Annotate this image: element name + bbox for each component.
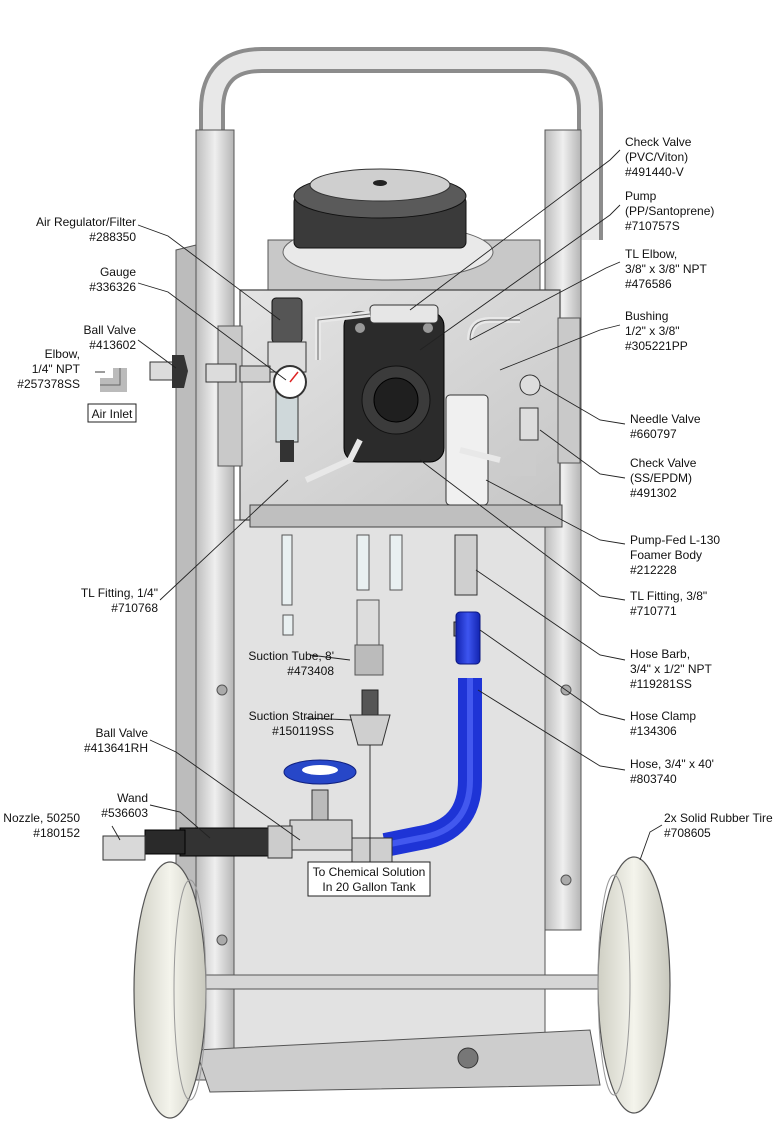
nozzle [102,835,146,861]
wand [144,825,293,859]
elbow-right [510,452,536,476]
label-tl-fitting-14-line1: TL Fitting, 1/4" [81,586,158,600]
label-suction-strainer-line2: #150119SS [272,724,334,738]
label-tl-fitting-38-line1: TL Fitting, 3/8" [630,589,707,603]
label-check-valve-pvc-line2: (PVC/Viton) [625,150,688,164]
label-pump-line1: Pump [625,189,657,203]
label-tl-elbow-line1: TL Elbow, [625,247,677,261]
label-hose-line1: Hose, 3/4" x 40' [630,757,714,771]
label-check-valve-ss-line2: (SS/EPDM) [630,471,692,485]
label-hose-barb-line3: #119281SS [630,677,692,691]
label-tl-fitting-38: TL Fitting, 3/8" #710771 [630,589,707,618]
pump [343,311,445,463]
label-needle-valve-line1: Needle Valve [630,412,701,426]
label-ball-valve-top-line2: #413602 [89,338,136,352]
label-check-valve-pvc: Check Valve (PVC/Viton) #491440-V [625,135,692,179]
check-valve-pvc [369,304,439,324]
ball-valve-bottom [283,759,357,851]
label-suction-strainer: Suction Strainer #150119SS [249,709,334,738]
label-wand-line1: Wand [117,791,148,805]
label-elbow-line1: Elbow, [45,347,80,361]
label-hose-clamp-line2: #134306 [630,724,677,738]
label-hose-line2: #803740 [630,772,677,786]
label-pump-line3: #710757S [625,219,680,233]
label-tire-line2: #708605 [664,826,711,840]
label-pump-line2: (PP/Santoprene) [625,204,714,218]
label-check-valve-ss: Check Valve (SS/EPDM) #491302 [630,456,697,500]
label-tl-fitting-14-line2: #710768 [111,601,158,615]
label-suction-tube-line1: Suction Tube, 8' [248,649,334,663]
label-ball-valve-bottom-line1: Ball Valve [96,726,149,740]
right-tire [597,856,671,1114]
label-ball-valve-top-line1: Ball Valve [84,323,137,337]
label-tl-elbow: TL Elbow, 3/8" x 3/8" NPT #476586 [625,247,708,291]
label-check-valve-ss-line1: Check Valve [630,456,697,470]
label-check-valve-pvc-line1: Check Valve [625,135,692,149]
leader-lines [95,149,663,862]
label-foamer-body-line1: Pump-Fed L-130 [630,533,720,547]
label-suction-tube: Suction Tube, 8' #473408 [248,649,334,678]
label-tire-line1: 2x Solid Rubber Tire [664,811,773,825]
tank-lid [267,168,541,291]
label-ball-valve-bottom-line2: #413641RH [84,741,148,755]
label-tire: 2x Solid Rubber Tire #708605 [664,811,773,840]
label-ball-valve-top: Ball Valve #413602 [84,323,137,352]
label-chemical-tank-line2: In 20 Gallon Tank [322,880,416,894]
label-nozzle-line2: #180152 [33,826,80,840]
label-foamer-body-line3: #212228 [630,563,677,577]
label-bushing-line2: 1/2" x 3/8" [625,324,680,338]
label-air-regulator-line2: #288350 [89,230,136,244]
label-bushing: Bushing 1/2" x 3/8" #305221PP [625,309,688,353]
label-hose-clamp: Hose Clamp #134306 [630,709,696,738]
label-tl-elbow-line2: 3/8" x 3/8" NPT [625,262,708,276]
label-wand-line2: #536603 [101,806,148,820]
label-wand: Wand #536603 [101,791,148,820]
label-chemical-tank-line1: To Chemical Solution [313,865,426,879]
chemical-tank-box: To Chemical Solution In 20 Gallon Tank [307,861,431,897]
label-elbow: Elbow, 1/4" NPT #257378SS [17,347,80,391]
label-gauge-line2: #336326 [89,280,136,294]
label-elbow-line3: #257378SS [17,377,80,391]
needle-valve [519,374,541,396]
label-air-regulator: Air Regulator/Filter #288350 [36,215,136,244]
label-hose: Hose, 3/4" x 40' #803740 [630,757,714,786]
label-nozzle: Nozzle, 50250 #180152 [3,811,80,840]
label-gauge: Gauge #336326 [89,265,136,294]
left-tire [133,861,207,1119]
label-bushing-line1: Bushing [625,309,668,323]
label-air-inlet: Air Inlet [92,407,133,421]
air-inlet-box: Air Inlet [87,403,137,423]
label-check-valve-pvc-line3: #491440-V [625,165,684,179]
label-air-regulator-line1: Air Regulator/Filter [36,215,136,229]
hose-top [455,611,481,665]
air-inlet-fittings [100,355,271,392]
label-suction-tube-line2: #473408 [287,664,334,678]
label-elbow-line2: 1/4" NPT [32,362,81,376]
label-tl-fitting-14: TL Fitting, 1/4" #710768 [81,586,159,615]
label-pump: Pump (PP/Santoprene) #710757S [625,189,714,233]
label-hose-clamp-line1: Hose Clamp [630,709,696,723]
label-tl-elbow-line3: #476586 [625,277,672,291]
label-hose-barb: Hose Barb, 3/4" x 1/2" NPT #119281SS [630,647,713,691]
suction-strainer [349,689,391,746]
label-ball-valve-bottom: Ball Valve #413641RH [84,726,148,755]
label-gauge-line1: Gauge [100,265,136,279]
suction-tubes [281,534,403,676]
label-hose-barb-line2: 3/4" x 1/2" NPT [630,662,713,676]
hose-barb [454,534,478,596]
label-tl-fitting-38-line2: #710771 [630,604,677,618]
label-suction-strainer-line1: Suction Strainer [249,709,334,723]
label-foamer-body: Pump-Fed L-130 Foamer Body #212228 [630,533,720,577]
label-bushing-line3: #305221PP [625,339,688,353]
label-nozzle-line1: Nozzle, 50250 [3,811,80,825]
label-check-valve-ss-line3: #491302 [630,486,677,500]
label-needle-valve: Needle Valve #660797 [630,412,701,441]
label-hose-barb-line1: Hose Barb, [630,647,690,661]
label-foamer-body-line2: Foamer Body [630,548,702,562]
label-needle-valve-line2: #660797 [630,427,677,441]
check-valve-ss [519,407,539,441]
